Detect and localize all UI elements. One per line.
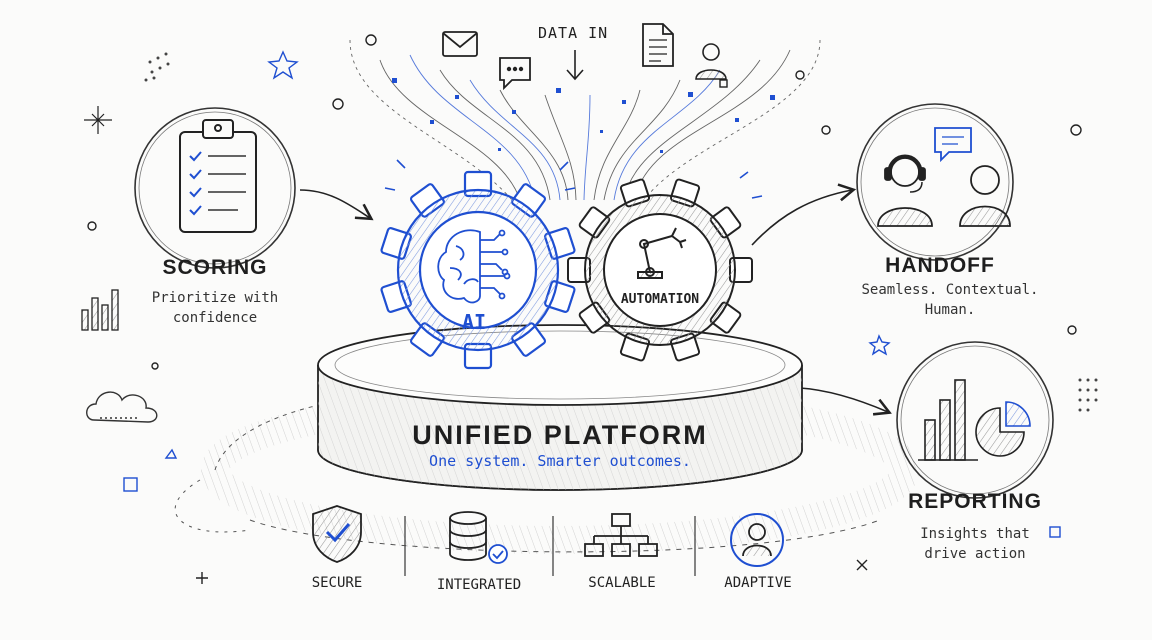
pie-chart-icon [975,401,1031,457]
robot-arm-icon [637,227,687,279]
feature-label-adaptive: ADAPTIVE [724,575,792,591]
person-icon [695,43,727,80]
flow-arrows [299,183,892,416]
reporting-title: REPORTING [908,490,1042,513]
handoff-node [856,103,1014,261]
handoff-title: HANDOFF [885,254,995,277]
data-streams [349,39,821,201]
down-arrow-icon [566,50,584,81]
document-icon [642,23,674,67]
automation-gear-label: AUTOMATION [620,292,700,307]
data-in-label: DATA IN [538,24,609,42]
automation-gear [567,171,763,362]
envelope-icon [442,31,478,57]
chat-bubble-icon [499,57,531,91]
database-check-icon [449,511,508,564]
decorations [84,34,1082,584]
checklist-items [189,151,246,216]
reporting-node [896,341,1054,499]
brain-circuit-icon [437,229,511,304]
handoff-subtitle-line1: Seamless. Contextual. [861,282,1039,298]
reporting-subtitle-line2: drive action [924,546,1026,562]
shield-check-icon [312,505,362,563]
support-agent-icon [877,154,933,227]
feature-dividers [404,516,696,576]
data-particles [392,78,775,153]
user-circle-icon [730,513,784,567]
chat-bubble-icon [934,127,972,163]
cloud-icon [86,391,158,423]
clipboard-icon [179,119,257,233]
scoring-subtitle-line1: Prioritize with [151,290,279,306]
reporting-subtitle-line1: Insights that [920,526,1030,542]
scoring-subtitle-line2: confidence [172,310,258,326]
hierarchy-icon [584,513,658,557]
platform-title: UNIFIED PLATFORM [412,420,708,450]
feature-label-secure: SECURE [311,575,363,591]
dot-clusters [144,52,1098,412]
ai-gear-label: AI [462,310,487,334]
feature-label-integrated: INTEGRATED [436,577,522,593]
feature-label-scalable: SCALABLE [588,575,656,591]
handoff-subtitle-line2: Human. [924,302,976,318]
customer-icon [959,165,1011,227]
bar-chart-icon [918,379,978,461]
scoring-title: SCORING [162,256,268,279]
ai-gear [380,159,576,370]
scoring-node [134,107,296,269]
mini-bar-chart-icon [81,289,119,331]
platform-tagline: One system. Smarter outcomes. [429,452,691,470]
